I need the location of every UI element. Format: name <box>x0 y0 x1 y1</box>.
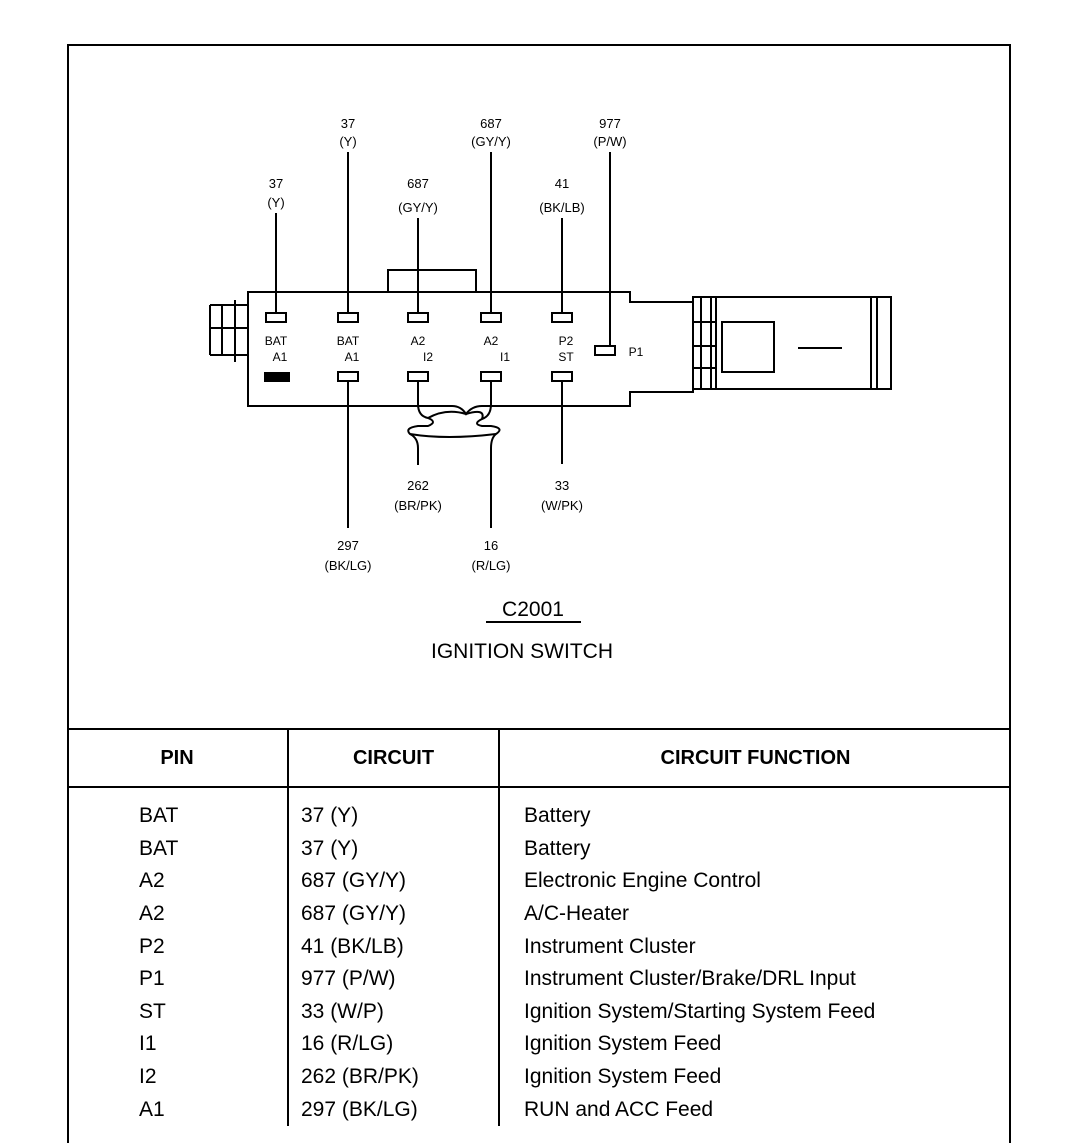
cell-function: Electronic Engine Control <box>524 869 761 893</box>
pin-label-i1: I1 <box>500 350 510 364</box>
table-row: I1 16 (R/LG) Ignition System Feed <box>67 1028 1011 1061</box>
cell-circuit: 37 (Y) <box>288 832 500 866</box>
wire-label-color: (Y) <box>339 134 356 149</box>
cell-function: Battery <box>524 804 591 828</box>
table-row: I2 262 (BR/PK) Ignition System Feed <box>67 1060 1011 1094</box>
cell-pin: P1 <box>67 962 289 996</box>
wire-label-color: (GY/Y) <box>398 200 438 215</box>
cell-function: Instrument Cluster/Brake/DRL Input <box>524 967 856 991</box>
terminal-a1-mid <box>337 371 359 382</box>
wire-label-color: (BK/LG) <box>325 558 372 573</box>
cell-pin: ST <box>67 995 289 1029</box>
wire-label-circuit: 37 <box>341 116 355 131</box>
pin-label-bat: BAT <box>337 334 360 348</box>
wire-label-circuit: 37 <box>269 176 283 191</box>
header-pin: PIN <box>67 730 289 788</box>
cell-function: Ignition System Feed <box>524 1032 722 1056</box>
connector-name: IGNITION SWITCH <box>431 640 613 663</box>
cell-pin: P2 <box>67 930 289 963</box>
cell-function: Instrument Cluster <box>524 934 696 958</box>
terminal-i1 <box>480 371 502 382</box>
pin-label-i2: I2 <box>423 350 433 364</box>
pin-label-st: ST <box>558 350 574 364</box>
wire-label-color: (BR/PK) <box>394 498 442 513</box>
wire-label-circuit: 33 <box>555 478 569 493</box>
wire-label-circuit: 297 <box>337 538 359 553</box>
wire-label-circuit: 41 <box>555 176 569 191</box>
connector-body <box>247 291 694 416</box>
terminal-p2 <box>551 312 573 323</box>
terminal-a2-left <box>407 312 429 323</box>
pin-label-p1: P1 <box>629 345 644 359</box>
wire-label-circuit: 687 <box>407 176 429 191</box>
cell-circuit: 297 (BK/LG) <box>288 1093 500 1126</box>
cell-pin: A1 <box>67 1093 289 1126</box>
wire-label-circuit: 262 <box>407 478 429 493</box>
wire-label-color: (W/PK) <box>541 498 583 513</box>
wire-label-color: (BK/LB) <box>539 200 585 215</box>
cell-pin: BAT <box>67 832 289 866</box>
cell-circuit: 262 (BR/PK) <box>288 1060 500 1094</box>
header-circuit-function: CIRCUIT FUNCTION <box>499 730 1011 788</box>
table-row: ST 33 (W/P) Ignition System/Starting Sys… <box>67 995 1011 1029</box>
cell-circuit: 977 (P/W) <box>288 962 500 996</box>
table-row: A2 687 (GY/Y) Electronic Engine Control <box>67 865 1011 898</box>
wire-label-color: (P/W) <box>593 134 626 149</box>
connector-id: C2001 <box>502 598 564 621</box>
wire-label-circuit: 687 <box>480 116 502 131</box>
cell-pin: A2 <box>67 865 289 898</box>
cell-circuit: 16 (R/LG) <box>288 1028 500 1061</box>
switch-cylinder <box>692 296 892 390</box>
cell-circuit: 33 (W/P) <box>288 995 500 1029</box>
cell-circuit: 687 (GY/Y) <box>288 897 500 931</box>
table-row: A1 297 (BK/LG) RUN and ACC Feed <box>67 1093 1011 1126</box>
jumper-link <box>409 410 497 438</box>
table-row: A2 687 (GY/Y) A/C-Heater <box>67 897 1011 931</box>
terminal-a2-right <box>480 312 502 323</box>
pin-label-a1: A1 <box>345 350 360 364</box>
wire-label-circuit: 16 <box>484 538 498 553</box>
wire-label-color: (GY/Y) <box>471 134 511 149</box>
cell-pin: I2 <box>67 1060 289 1094</box>
pin-label-a2: A2 <box>484 334 499 348</box>
wire-262 <box>407 381 434 465</box>
terminal-bat-mid <box>337 312 359 323</box>
cell-function: Ignition System/Starting System Feed <box>524 999 876 1023</box>
cell-function: RUN and ACC Feed <box>524 1097 714 1121</box>
cell-function: Battery <box>524 836 591 860</box>
terminal-p1 <box>594 345 616 356</box>
pin-label-a2: A2 <box>411 334 426 348</box>
header-circuit: CIRCUIT <box>288 730 500 788</box>
table-row: BAT 37 (Y) Battery <box>67 787 1011 833</box>
terminal-bat-left <box>265 312 287 323</box>
cell-circuit: 37 (Y) <box>288 787 500 833</box>
wire-label-color: (Y) <box>267 195 284 210</box>
pin-table-header-row: PIN CIRCUIT CIRCUIT FUNCTION <box>67 730 1011 788</box>
wire-label-color: (R/LG) <box>472 558 511 573</box>
connector-diagram: 37 (Y) 37 (Y) 687 (GY/Y) 687 (GY/Y) 41 (… <box>209 116 892 663</box>
wire-label-circuit: 977 <box>599 116 621 131</box>
table-row: P1 977 (P/W) Instrument Cluster/Brake/DR… <box>67 962 1011 996</box>
pin-label-p2: P2 <box>559 334 574 348</box>
diagram-frame <box>67 44 1011 1143</box>
cell-pin: A2 <box>67 897 289 931</box>
cell-function: Ignition System Feed <box>524 1065 722 1089</box>
terminal-i2 <box>407 371 429 382</box>
cell-circuit: 41 (BK/LB) <box>288 930 500 963</box>
table-row: BAT 37 (Y) Battery <box>67 832 1011 866</box>
table-row: P2 41 (BK/LB) Instrument Cluster <box>67 930 1011 963</box>
pin-label-a1: A1 <box>273 350 288 364</box>
wire-16 <box>476 381 501 528</box>
left-bracket <box>209 300 248 362</box>
terminal-st <box>551 371 573 382</box>
cell-function: A/C-Heater <box>524 902 630 926</box>
cell-pin: I1 <box>67 1028 289 1061</box>
section-divider <box>67 728 1011 730</box>
connector-latch <box>387 269 477 292</box>
pin-label-bat: BAT <box>265 334 288 348</box>
cell-circuit: 687 (GY/Y) <box>288 865 500 898</box>
cell-pin: BAT <box>67 787 289 833</box>
pin-table: PIN CIRCUIT CIRCUIT FUNCTION BAT 37 (Y) … <box>67 730 1011 1126</box>
pin-a1-key-marker <box>264 372 290 382</box>
